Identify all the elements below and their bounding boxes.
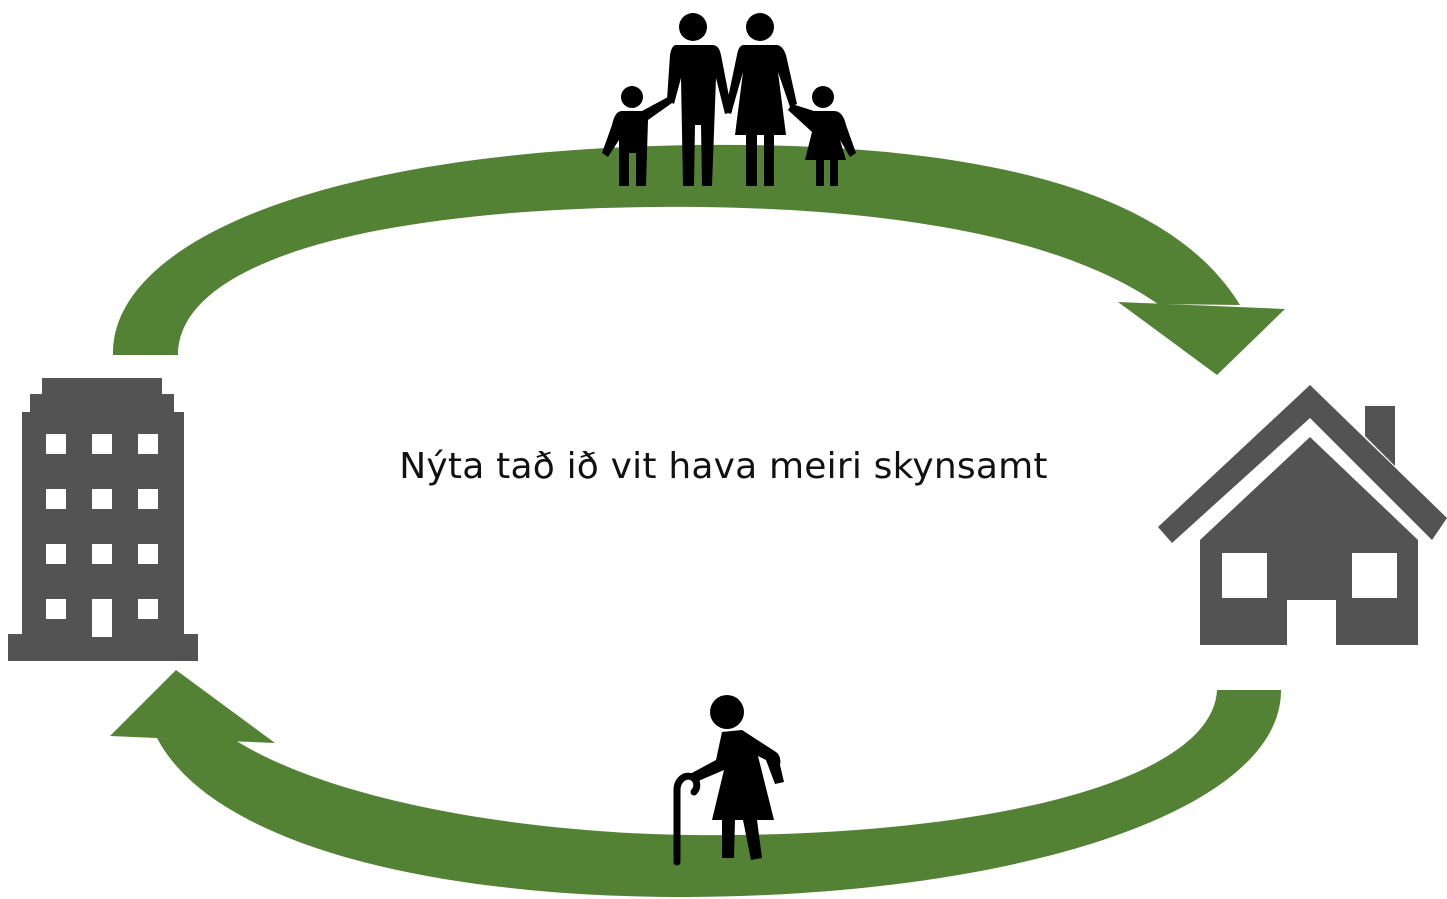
bottom-curved-arrow [110, 670, 1282, 898]
house-icon [1158, 385, 1447, 645]
center-caption: Nýta tað ið vit hava meiri skynsamt [399, 446, 1048, 487]
top-arrowhead [1118, 302, 1285, 375]
building-windows [46, 434, 158, 637]
family-icon [602, 13, 856, 186]
elderly-person-with-cane-icon [673, 695, 784, 866]
bottom-arrow-band [157, 690, 1282, 898]
top-curved-arrow [112, 144, 1285, 375]
apartment-building-icon [8, 378, 198, 661]
top-arrow-band [112, 144, 1240, 355]
house-window-right [1352, 553, 1397, 598]
house-window-left [1222, 553, 1267, 598]
bottom-arrowhead [110, 670, 275, 743]
